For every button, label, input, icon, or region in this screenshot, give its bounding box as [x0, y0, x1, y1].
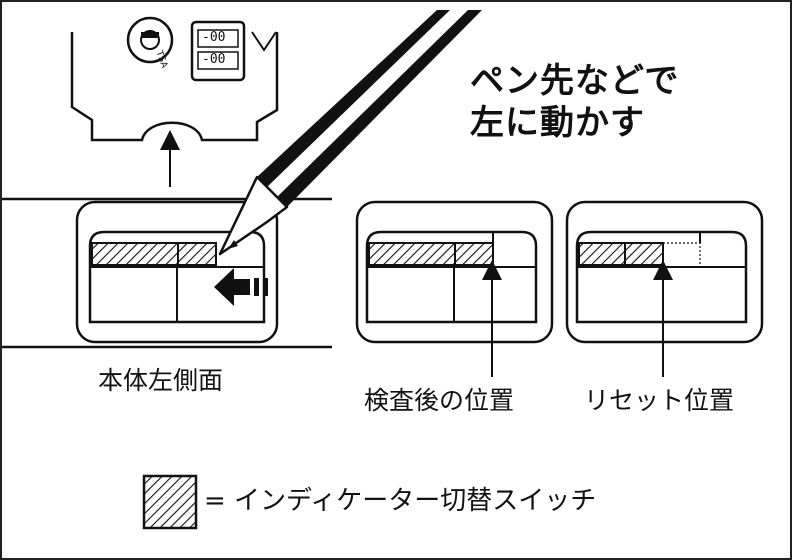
- indicator-switch-hatched: [91, 242, 179, 266]
- pen-icon: [218, 10, 482, 256]
- instruction-line-1: ペン先などで: [470, 61, 680, 101]
- instruction-line-2: 左に動かす: [470, 103, 645, 143]
- indicator-switch-hatched-small: [177, 242, 217, 266]
- caption-reset-position: リセット位置: [584, 386, 735, 415]
- legend-text: = インディケーター切替スイッチ: [204, 486, 597, 516]
- lock-body-illustration: [70, 16, 279, 142]
- legend-hatched-swatch: [142, 474, 198, 530]
- caption-after-inspection: 検査後の位置: [364, 386, 515, 415]
- combination-dial-window: [190, 20, 246, 82]
- display-bottom-digits: -00: [202, 52, 226, 67]
- panel-reset-position: [565, 200, 764, 377]
- caption-body-left-side: 本体左側面: [98, 366, 224, 395]
- left-move-arrow-icon: [214, 268, 268, 306]
- key-cylinder-icon: [126, 16, 174, 64]
- panel-after-inspection: [355, 200, 554, 377]
- display-top-digits: -00: [202, 30, 226, 45]
